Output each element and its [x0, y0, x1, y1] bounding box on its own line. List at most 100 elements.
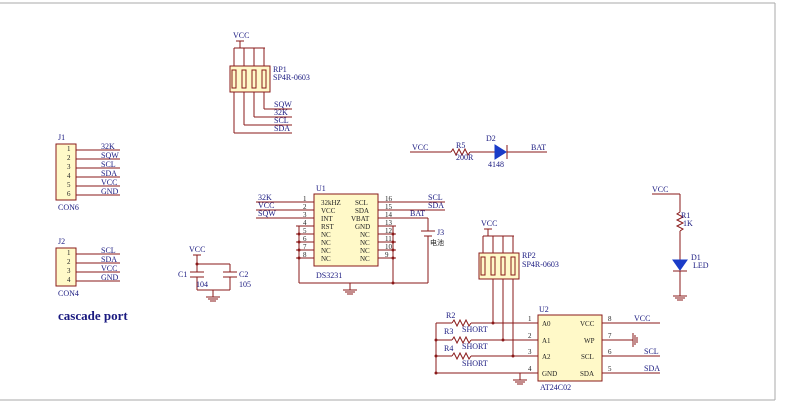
j1-type: CON6: [58, 203, 79, 212]
decoupling-capacitors: VCC C1 104 C2 105: [178, 245, 251, 302]
rp2-vcc-label: VCC: [481, 219, 497, 228]
u1-pin-11: 11: [385, 235, 392, 243]
u2-pin-3: 3: [528, 348, 532, 356]
u2-name-a0: A0: [542, 320, 551, 328]
rp2-value: SP4R-0603: [522, 260, 559, 269]
j1-pin-2: 2: [67, 154, 71, 162]
u1-part: DS3231: [316, 271, 342, 280]
c2-ref: C2: [239, 270, 248, 279]
u1-pin-9: 9: [385, 251, 389, 259]
u1-name-nc-9: NC: [360, 255, 370, 263]
d2-diode-symbol: [494, 144, 507, 160]
j2-net-scl: SCL: [101, 246, 116, 255]
j3-battery: J3 电池: [391, 218, 444, 285]
u2-name-gnd: GND: [542, 370, 557, 378]
u1-net-sqw: SQW: [258, 209, 276, 218]
j3-ref: J3: [437, 228, 444, 237]
j1-net-gnd: GND: [101, 187, 119, 196]
u1-name-scl: SCL: [355, 199, 368, 207]
rp1-net-sqw: SQW: [274, 100, 292, 109]
rp1-vcc-label: VCC: [233, 31, 249, 40]
u1-net-vcc: VCC: [258, 201, 274, 210]
u1-pin-7: 7: [303, 243, 307, 251]
u1-name-nc-11: NC: [360, 239, 370, 247]
u1-name-rst: RST: [321, 223, 335, 231]
u1-pin-4: 4: [303, 219, 307, 227]
j2-net-gnd: GND: [101, 273, 119, 282]
u2-name-sda: SDA: [580, 370, 594, 378]
u1-pin-6: 6: [303, 235, 307, 243]
c1-ref: C1: [178, 270, 187, 279]
u1-pin-3: 3: [303, 211, 307, 219]
u2-pin-6: 6: [608, 348, 612, 356]
r4-value: SHORT: [462, 359, 488, 368]
u1-name-gnd: GND: [355, 223, 370, 231]
u2-net-scl: SCL: [644, 347, 659, 356]
j1-pin-6: 6: [67, 190, 71, 198]
u1-name-int: INT: [321, 215, 333, 223]
u2-name-a2: A2: [542, 353, 551, 361]
r3-value: SHORT: [462, 342, 488, 351]
cascade-port-title: cascade port: [58, 308, 128, 323]
u1-ref: U1: [316, 184, 326, 193]
j1-pin-3: 3: [67, 163, 71, 171]
j1-net-sqw: SQW: [101, 151, 119, 160]
d2-ref: D2: [486, 134, 496, 143]
r2-ref: R2: [446, 311, 455, 320]
rp1-value: SP4R-0603: [273, 73, 310, 82]
caps-vcc-label: VCC: [189, 245, 205, 254]
j3-label: 电池: [430, 238, 444, 247]
j1-connector: J1 1 2 3 4 5 6 32K SQW SCL SDA VCC GND C…: [55, 133, 120, 212]
j2-connector: J2 1 2 3 4 SCL SDA VCC GND CON4: [55, 237, 120, 298]
u1-name-nc-6: NC: [321, 239, 331, 247]
u1-pin-10: 10: [385, 243, 393, 251]
u1-net-bat: BAT: [410, 209, 425, 218]
led-vcc-label: VCC: [652, 185, 668, 194]
d1-value: LED: [693, 261, 709, 270]
u1-net-32k: 32K: [258, 193, 272, 202]
u2-part: AT24C02: [540, 383, 571, 392]
rp1-net-sda: SDA: [274, 124, 290, 133]
r3-ref: R3: [444, 327, 453, 336]
rp1-net-32k: 32K: [274, 108, 288, 117]
d2-value: 4148: [488, 160, 504, 169]
u2-net-vcc: VCC: [634, 314, 650, 323]
r2-value: SHORT: [462, 325, 488, 334]
j1-ref: J1: [58, 133, 65, 142]
u1-pin-5: 5: [303, 227, 307, 235]
address-resistors: R2 SHORT R3 SHORT R4 SHORT: [434, 311, 513, 375]
u1-name-nc-5: NC: [321, 231, 331, 239]
u1-pin-13: 13: [385, 219, 393, 227]
j2-net-vcc: VCC: [101, 264, 117, 273]
chain-vcc-label: VCC: [412, 143, 428, 152]
rp1-resistor-pack: VCC RP1 SP4R-0603 SQW 32K SCL SDA: [229, 31, 310, 134]
j1-pin-1: 1: [67, 145, 71, 153]
j2-ref: J2: [58, 237, 65, 246]
j1-net-vcc: VCC: [101, 178, 117, 187]
j1-net-scl: SCL: [101, 160, 116, 169]
u1-net-scl: SCL: [428, 193, 443, 202]
u1-name-vcc: VCC: [321, 207, 336, 215]
u2-name-wp: WP: [584, 337, 595, 345]
u1-name-nc-10: NC: [360, 247, 370, 255]
chain-bat-label: BAT: [531, 143, 546, 152]
rp2-resistor-pack: VCC RP2 SP4R-0603: [478, 219, 559, 356]
j1-pin-5: 5: [67, 181, 71, 189]
d1-ref: D1: [691, 253, 701, 262]
u1-pin-2: 2: [303, 203, 307, 211]
j2-pin-3: 3: [67, 267, 71, 275]
u2-pin-7: 7: [608, 332, 612, 340]
u1-name-nc-7: NC: [321, 247, 331, 255]
u2-pin-2: 2: [528, 332, 532, 340]
c1-value: 104: [196, 280, 208, 289]
u1-pin-14: 14: [385, 211, 393, 219]
u1-pin-12: 12: [385, 227, 393, 235]
j1-net-sda: SDA: [101, 169, 117, 178]
r5-ref: R5: [456, 141, 465, 150]
j2-pin-2: 2: [67, 258, 71, 266]
j1-pin-4: 4: [67, 172, 71, 180]
u1-name-32khz: 32kHZ: [321, 199, 341, 207]
u2-pin-1: 1: [528, 315, 532, 323]
u1-pin-8: 8: [303, 251, 307, 259]
